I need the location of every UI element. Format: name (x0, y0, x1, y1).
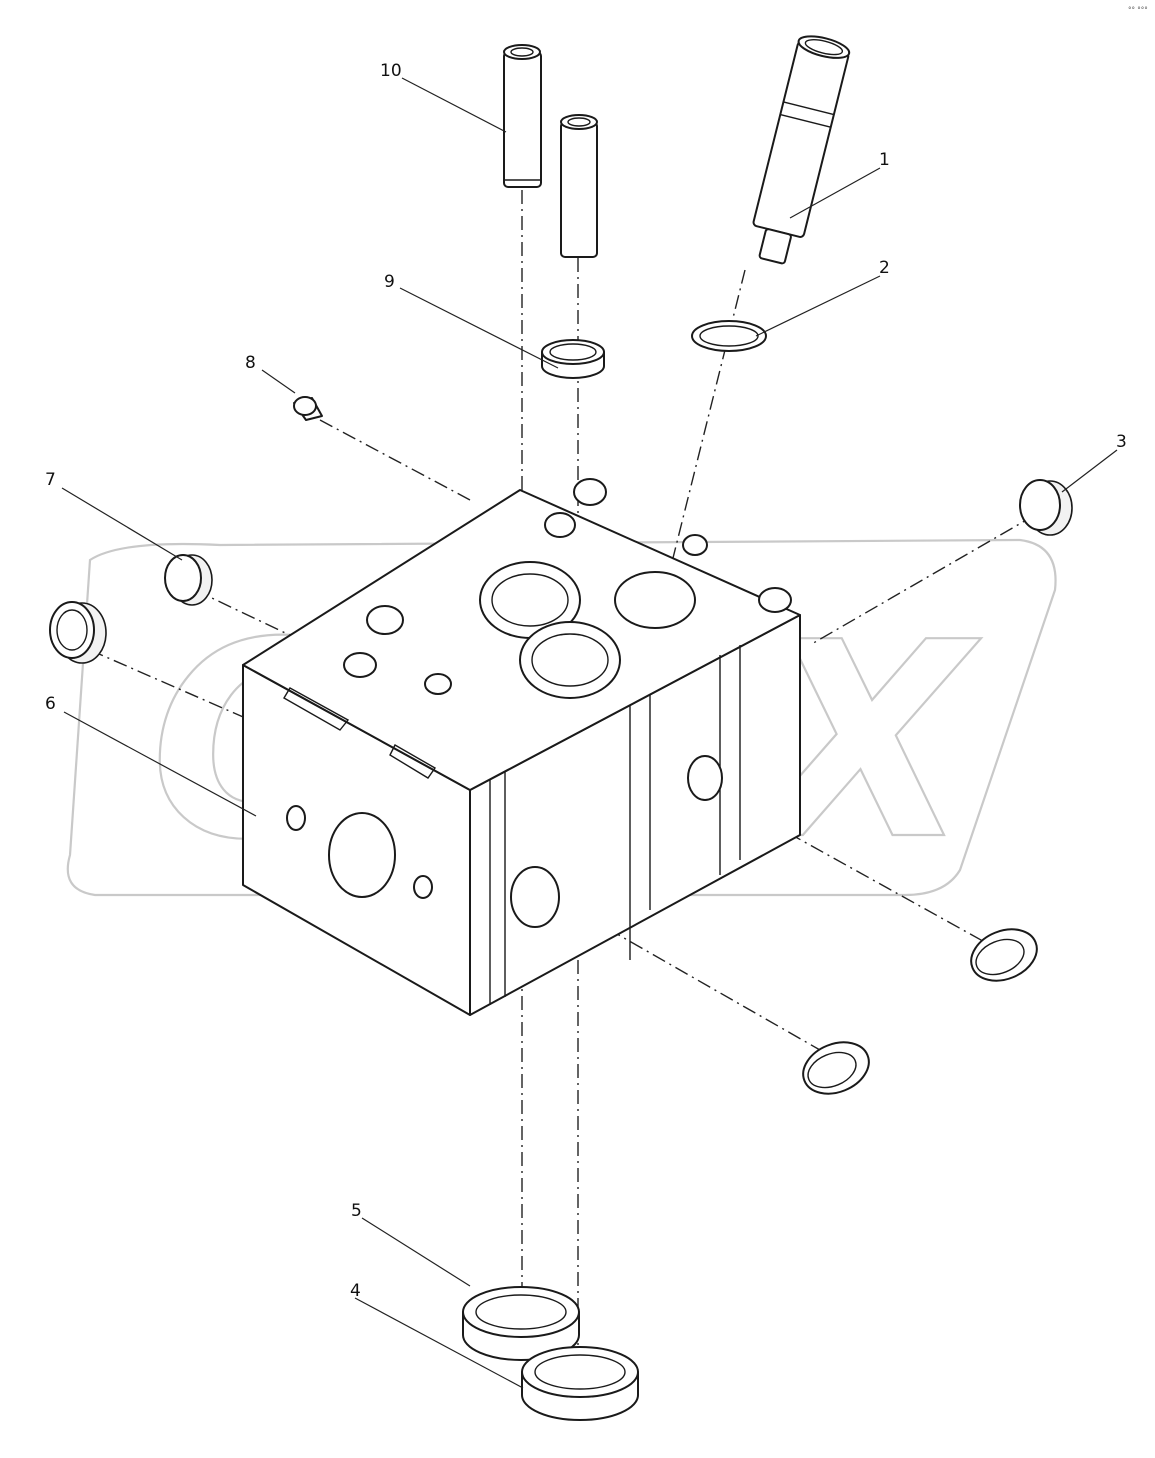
plug-part-7 (164, 554, 213, 606)
cylinder-head-part-6 (242, 478, 801, 1016)
valve-seat-part-5 (462, 1286, 580, 1361)
o-ring-part-2 (691, 320, 767, 352)
expansion-plug-part-3 (1019, 479, 1073, 536)
callout-1: 1 (879, 150, 890, 170)
callout-9: 9 (384, 272, 395, 292)
tube-part-10 (503, 44, 542, 188)
callout-2: 2 (879, 258, 890, 278)
leader-lines (61, 77, 1118, 1389)
corner-mark: °° °°° (1128, 6, 1148, 14)
callout-8: 8 (245, 353, 256, 373)
callout-4: 4 (350, 1281, 361, 1301)
callout-6: 6 (45, 694, 56, 714)
injector-sleeve-part-1 (752, 35, 851, 265)
callout-5: 5 (351, 1201, 362, 1221)
seal-ring-lower-right (802, 1041, 870, 1095)
seal-ring-part-9 (541, 339, 605, 379)
seal-ring-right (970, 928, 1038, 982)
callout-3: 3 (1116, 432, 1127, 452)
valve-seat-part-4 (521, 1346, 639, 1421)
plug-part-8 (293, 396, 323, 421)
callout-7: 7 (45, 470, 56, 490)
tube-part-10b (560, 114, 598, 258)
callouts: 1 2 3 4 5 6 7 8 9 10 (45, 61, 1127, 1301)
plug-left (49, 601, 107, 664)
callout-10: 10 (380, 61, 402, 81)
